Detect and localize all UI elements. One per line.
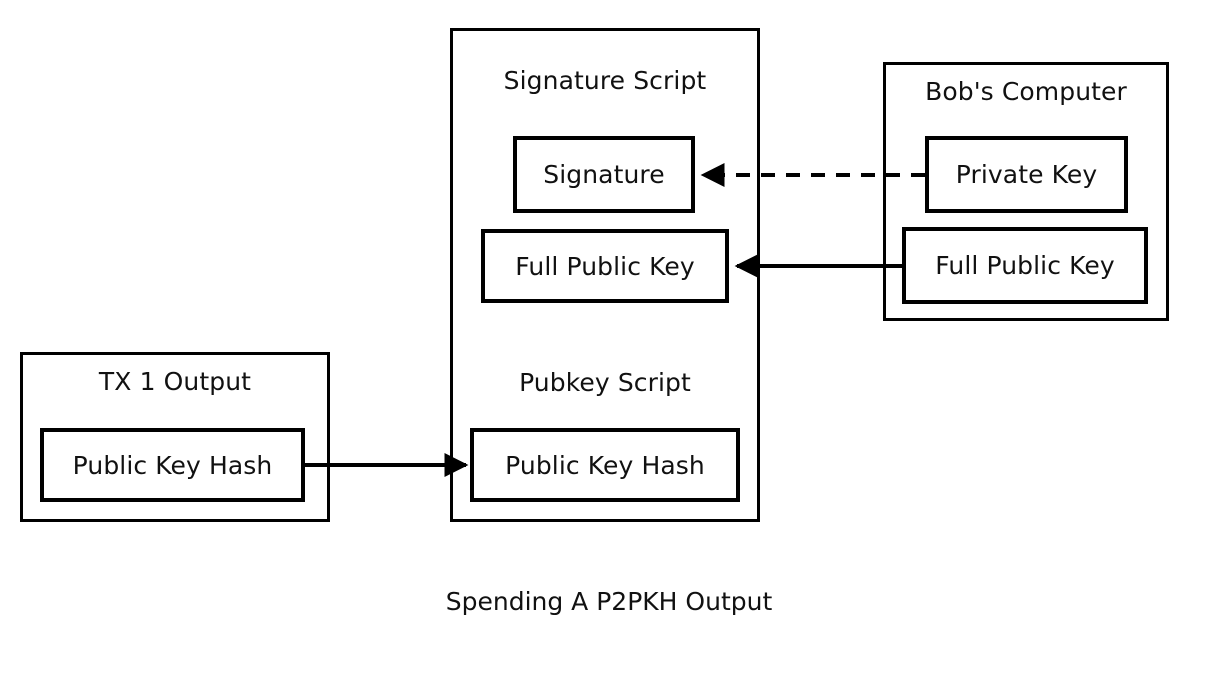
signature-label: Signature bbox=[543, 160, 665, 189]
private-key-box: Private Key bbox=[925, 136, 1128, 213]
tx-1-output-public-key-hash-box: Public Key Hash bbox=[40, 428, 305, 502]
tx-1-output-title: TX 1 Output bbox=[98, 367, 252, 396]
diagram-caption: Spending A P2PKH Output bbox=[445, 587, 773, 616]
pubkey-script-title: Pubkey Script bbox=[519, 368, 691, 397]
signature-box: Signature bbox=[513, 136, 695, 213]
tx-1-output-public-key-hash-label: Public Key Hash bbox=[72, 450, 273, 480]
bobs-computer-full-public-key-label: Full Public Key bbox=[935, 251, 1115, 280]
signature-script-full-public-key-label: Full Public Key bbox=[515, 251, 695, 281]
signature-script-full-public-key-box: Full Public Key bbox=[481, 229, 729, 303]
private-key-label: Private Key bbox=[955, 160, 1098, 189]
signature-script-title: Signature Script bbox=[503, 66, 707, 95]
pubkey-script-public-key-hash-label: Public Key Hash bbox=[505, 450, 705, 480]
pubkey-script-public-key-hash-box: Public Key Hash bbox=[470, 428, 740, 502]
bobs-computer-full-public-key-box: Full Public Key bbox=[902, 227, 1148, 304]
bobs-computer-title: Bob's Computer bbox=[925, 77, 1127, 106]
